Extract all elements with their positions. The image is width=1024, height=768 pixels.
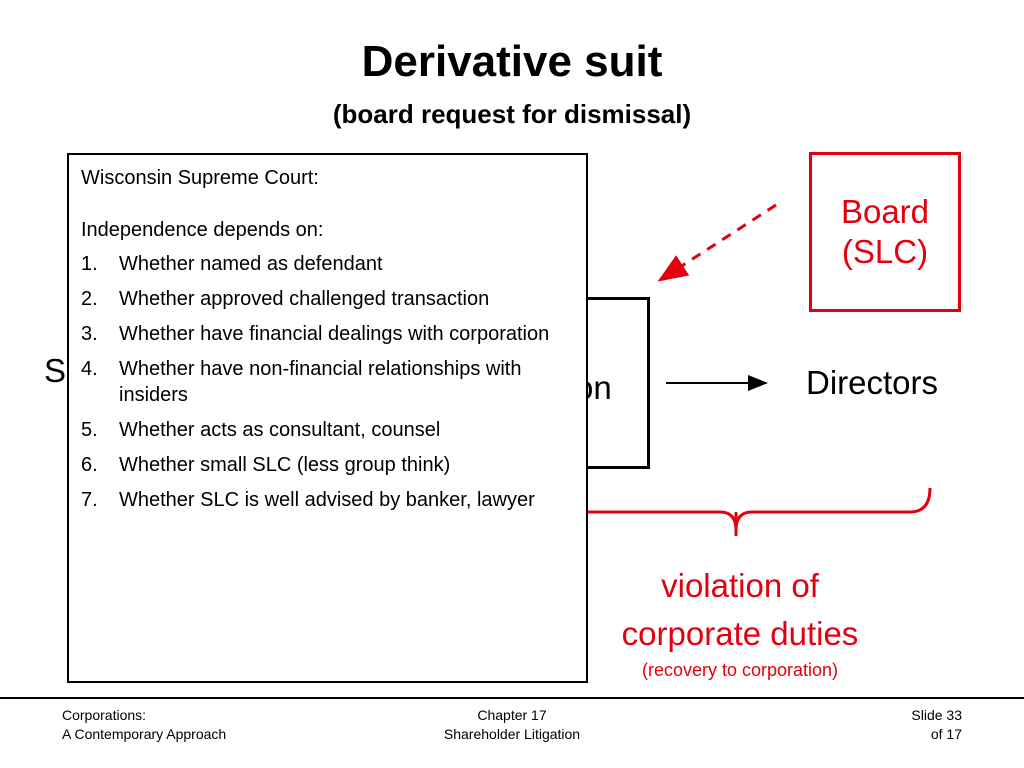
- info-spacer: [81, 191, 574, 217]
- footer-chapter-title: Shareholder Litigation: [443, 726, 581, 742]
- footer-left: Corporations: A Contemporary Approach: [62, 706, 226, 744]
- list-item-text: Whether small SLC (less group think): [119, 454, 451, 476]
- list-item-number: 3.: [81, 323, 98, 345]
- footer-center: Chapter 17 Shareholder Litigation: [412, 706, 612, 744]
- list-item: 2. Whether approved challenged transactio…: [81, 286, 574, 312]
- list-item-text: Whether SLC is well advised by banker, l…: [119, 489, 535, 511]
- violation-line2: corporate duties: [621, 615, 859, 652]
- list-item-number: 5.: [81, 419, 98, 441]
- violation-note: (recovery to corporation): [641, 660, 839, 680]
- list-item: 6. Whether small SLC (less group think): [81, 452, 574, 478]
- footer-book-title: Corporations:: [62, 707, 147, 723]
- list-item-number: 1.: [81, 253, 98, 275]
- independence-factors-list: 1. Whether named as defendant 2. Whether a…: [81, 251, 574, 513]
- board-slc-box: Board (SLC): [809, 152, 961, 312]
- list-item: 1. Whether named as defendant: [81, 251, 574, 277]
- footer-slide-number: Slide 33: [911, 707, 962, 723]
- shareholder-label-fragment: S: [44, 352, 67, 389]
- list-item-text: Whether have non-financial relationships…: [119, 358, 522, 406]
- footer-slide-total: of 17: [930, 726, 962, 742]
- list-item-text: Whether approved challenged transaction: [119, 288, 490, 310]
- list-item-number: 2.: [81, 288, 98, 310]
- slide-title: Derivative suit: [361, 37, 663, 86]
- list-item-number: 6.: [81, 454, 98, 476]
- list-item: 5. Whether acts as consultant, counsel: [81, 417, 574, 443]
- list-item: 4. Whether have non-financial relationshi…: [81, 356, 574, 408]
- list-item-text: Whether named as defendant: [119, 253, 383, 275]
- info-intro: Independence depends on:: [81, 219, 324, 241]
- footer-book-subtitle: A Contemporary Approach: [62, 726, 227, 742]
- list-item: 3. Whether have financial dealings with c…: [81, 321, 574, 347]
- slc-label: (SLC): [841, 233, 929, 270]
- footer-chapter: Chapter 17: [477, 707, 547, 723]
- duties-brace: [560, 487, 932, 531]
- footer-right: Slide 33 of 17: [862, 706, 962, 744]
- list-item-number: 4.: [81, 358, 98, 380]
- list-item-text: Whether have financial dealings with cor…: [119, 323, 550, 345]
- board-label: Board: [840, 193, 930, 230]
- violation-line1: violation of: [661, 567, 819, 604]
- info-heading: Wisconsin Supreme Court:: [81, 167, 319, 189]
- directors-label: Directors: [806, 364, 939, 401]
- list-item-number: 7.: [81, 489, 98, 511]
- list-item-text: Whether acts as consultant, counsel: [119, 419, 441, 441]
- board-dashed-arrow: [657, 203, 777, 282]
- footer-divider: [0, 697, 1024, 699]
- list-item: 7. Whether SLC is well advised by banker,…: [81, 487, 574, 513]
- independence-factors-box: Wisconsin Supreme Court: Independence de…: [67, 153, 588, 683]
- slide-subtitle: (board request for dismissal): [332, 99, 692, 129]
